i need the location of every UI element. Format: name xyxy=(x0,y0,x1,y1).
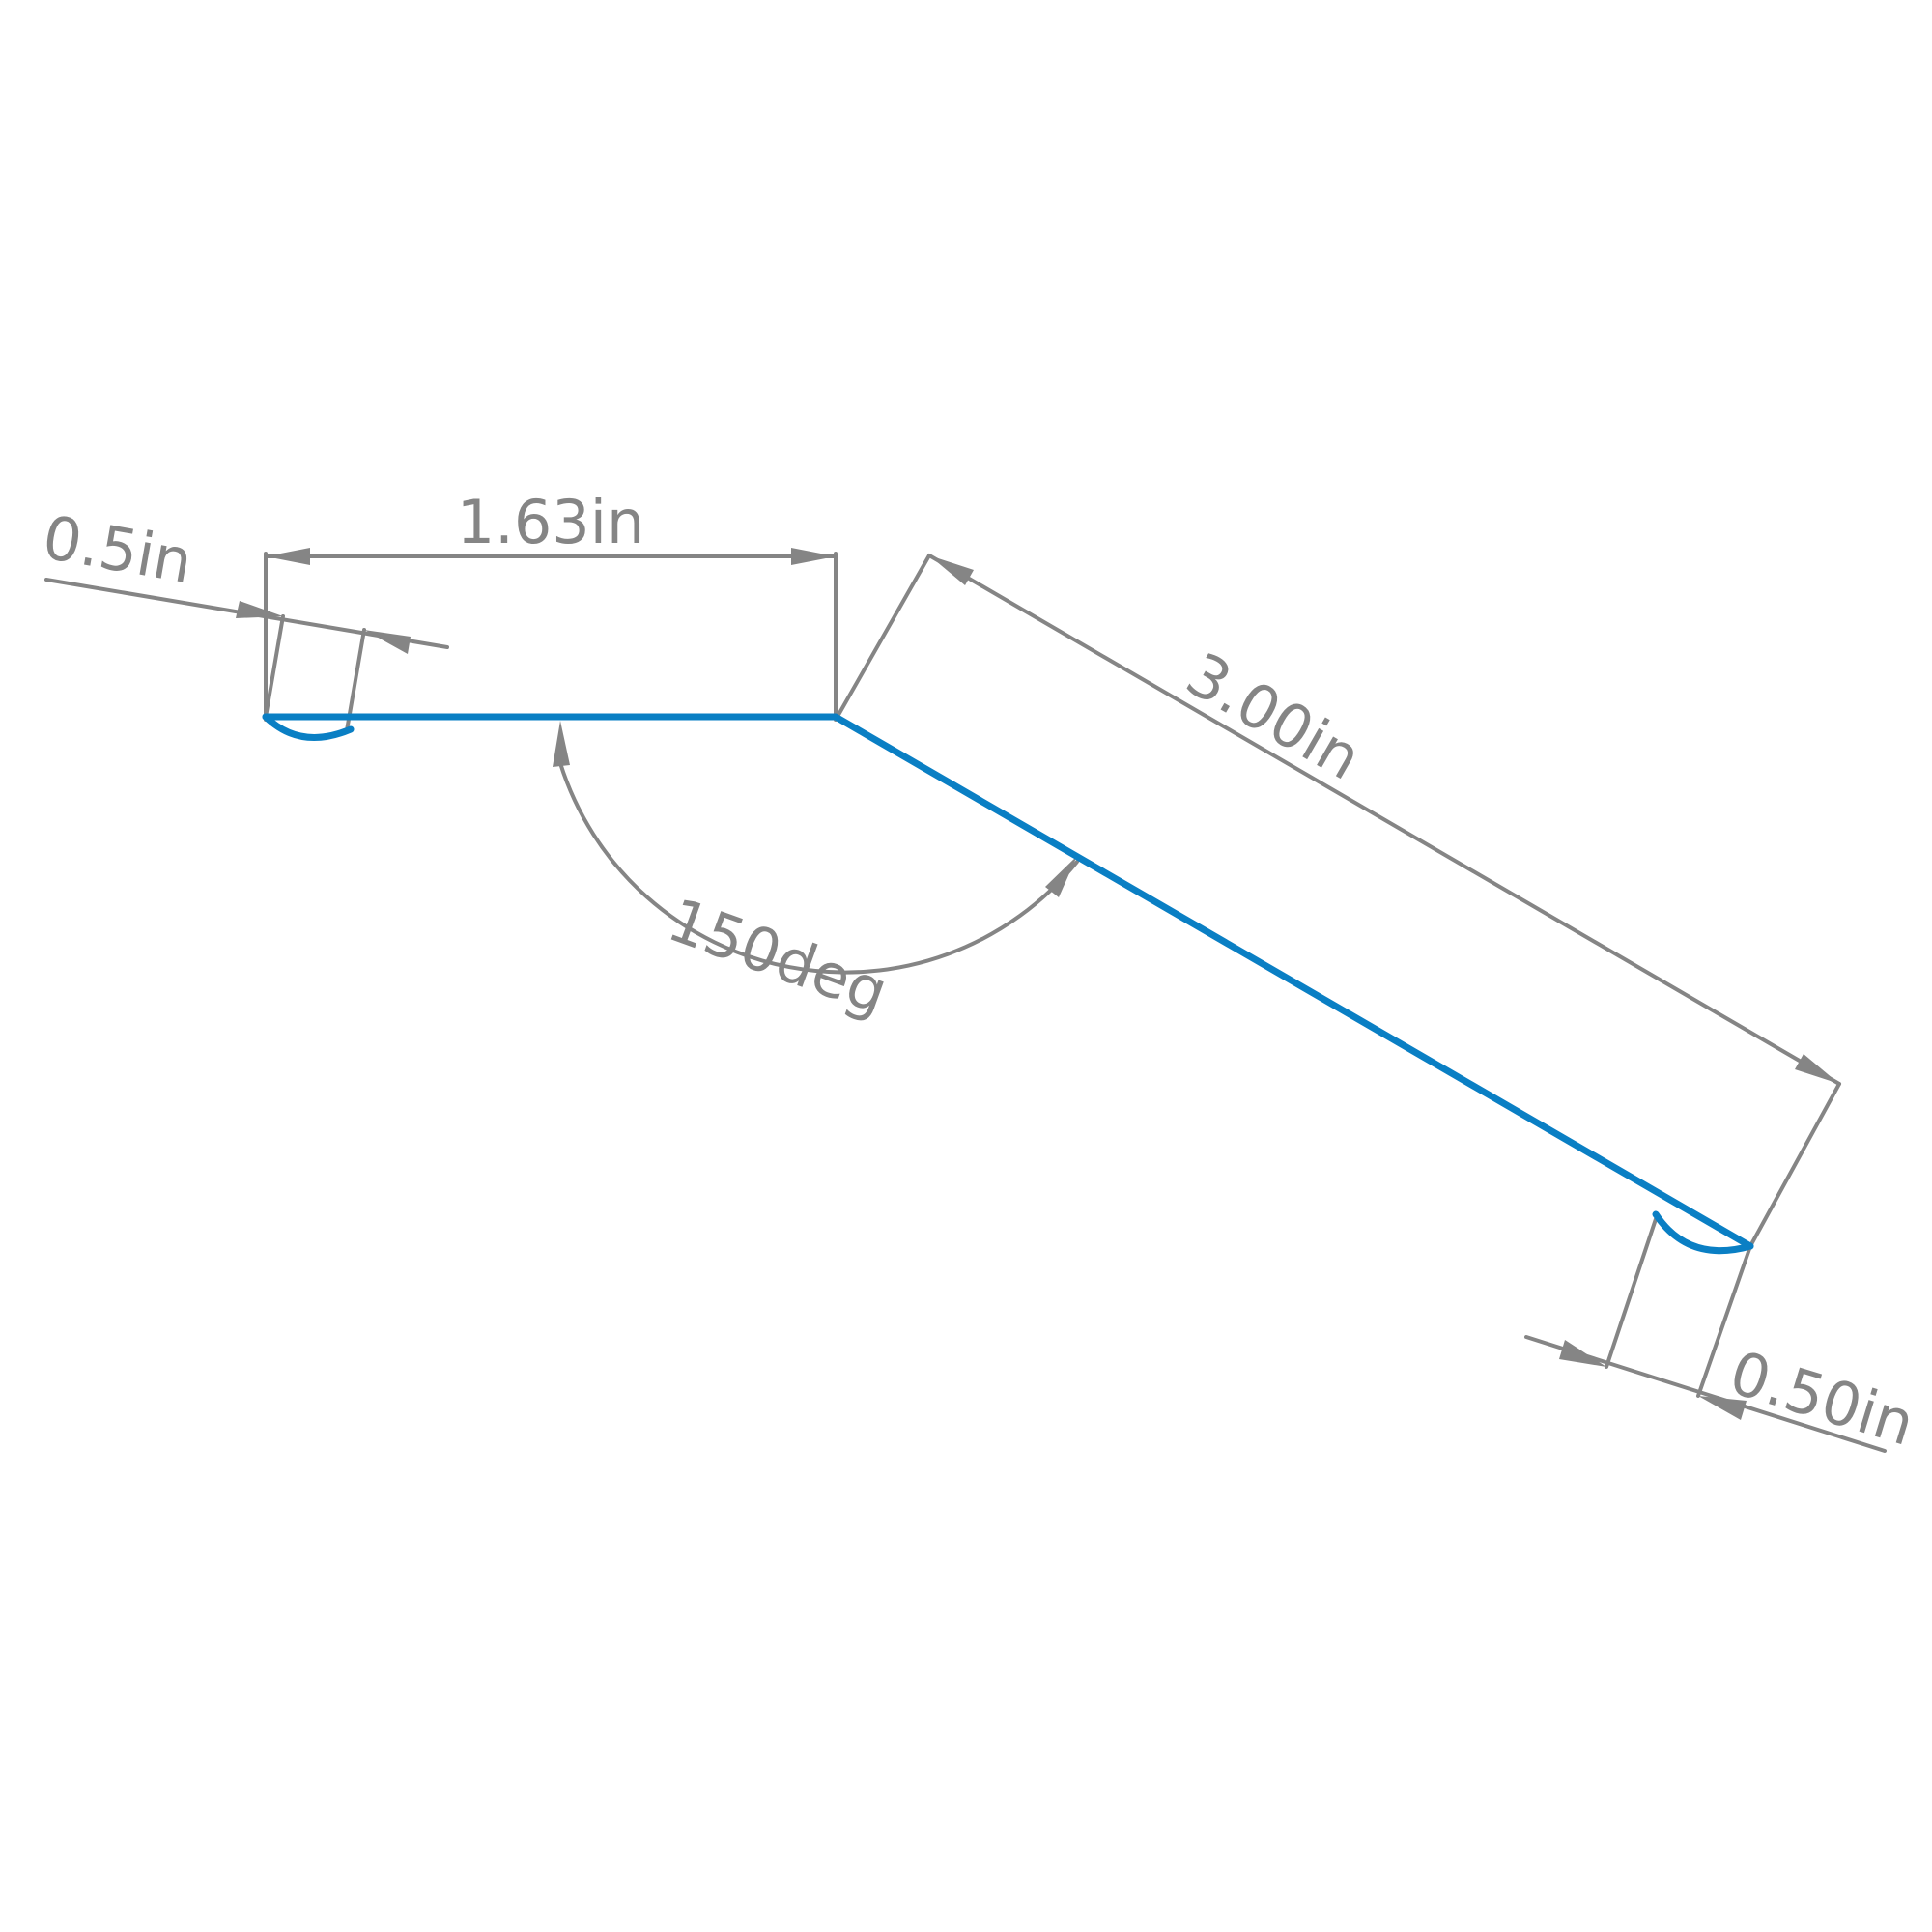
profile-polyline[interactable] xyxy=(262,713,1754,1250)
geometry-layer xyxy=(262,713,1754,1255)
arrowhead-right xyxy=(791,548,836,565)
arrowhead-left xyxy=(266,548,310,565)
dimension-left-offset[interactable]: 0.5in xyxy=(38,501,449,732)
arrowhead-angle-start xyxy=(553,721,570,767)
dimension-line-sloped-length xyxy=(927,554,1841,1086)
arrowhead-slope-end xyxy=(1795,1054,1839,1084)
extension-line-slope-end xyxy=(1748,1082,1841,1248)
arrowhead-slope-start xyxy=(929,555,974,585)
dimension-label-right-offset: 0.50in xyxy=(1722,1337,1922,1460)
dimension-layer: 1.63in 3.00in 150deg 0.5in xyxy=(38,487,1922,1460)
angle-arc xyxy=(558,761,1079,975)
dimension-label-sloped-length: 3.00in xyxy=(1175,639,1373,794)
extension-line-slope-start xyxy=(837,554,931,717)
dimension-label-angle: 150deg xyxy=(659,884,896,1028)
arrowhead-left-offset-outer xyxy=(236,601,283,618)
arrowhead-angle-end xyxy=(1045,856,1077,897)
offset-extension-right-1 xyxy=(1605,1217,1658,1369)
dimension-label-top-width: 1.63in xyxy=(457,487,645,557)
dimension-top-width[interactable]: 1.63in xyxy=(264,487,838,722)
end-cap-left[interactable] xyxy=(262,713,355,741)
offset-extension-left-1 xyxy=(264,614,285,719)
end-cap-right[interactable] xyxy=(1652,1210,1754,1255)
arrowhead-right-offset-inner xyxy=(1698,1396,1747,1420)
arrowhead-right-offset-outer xyxy=(1559,1340,1606,1367)
offset-extension-right-2 xyxy=(1696,1244,1752,1398)
arrowhead-left-offset-inner xyxy=(364,630,411,654)
dimension-angle[interactable]: 150deg xyxy=(553,721,1079,1028)
dimension-right-offset[interactable]: 0.50in xyxy=(1524,1217,1922,1460)
dimension-sloped-length[interactable]: 3.00in xyxy=(837,554,1841,1248)
